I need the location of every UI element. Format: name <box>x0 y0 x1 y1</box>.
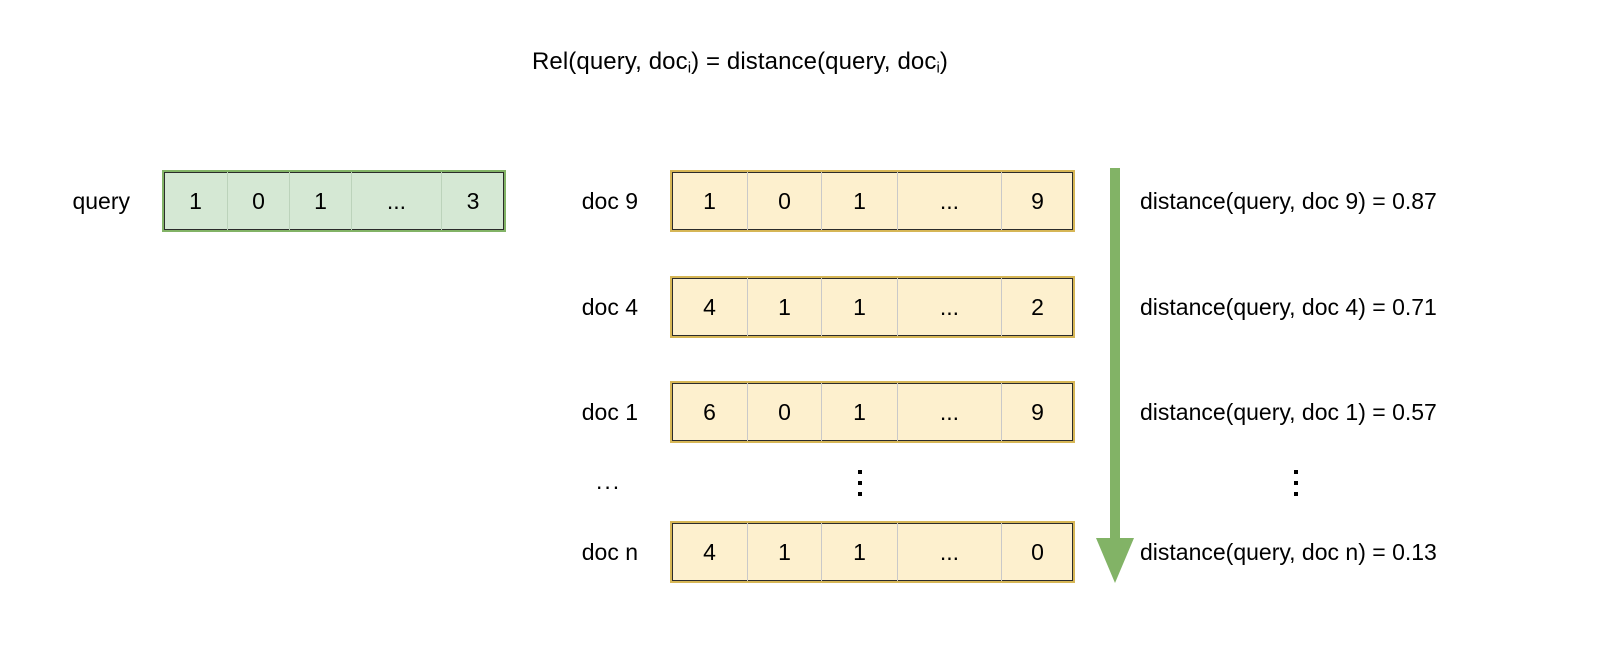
doc-3-cell-ellipsis: ... <box>898 523 1002 581</box>
doc-0-cell-1: 0 <box>748 172 822 230</box>
doc-2-cell-ellipsis: ... <box>898 383 1002 441</box>
dot <box>858 470 862 474</box>
title-suffix: ) <box>939 48 948 75</box>
query-row: query 1 0 1 ... 3 <box>0 170 520 232</box>
doc-1-cell-4: 2 <box>1031 293 1044 320</box>
doc-3-cell-4: 0 <box>1031 538 1044 565</box>
arrow-down-icon <box>1096 168 1134 583</box>
doc-0-cell-ellipsis: ... <box>898 172 1002 230</box>
dot <box>858 481 862 485</box>
dot <box>1294 492 1298 496</box>
doc-vector-2: 6 0 1 ... 9 <box>670 381 1075 443</box>
doc-2-cell-2: 1 <box>822 383 898 441</box>
doc-label-3: doc n <box>581 539 638 565</box>
doc-0-cell-0: 1 <box>672 172 748 230</box>
distance-vertical-ellipsis-icon <box>1294 470 1300 496</box>
query-cell-ellipsis: ... <box>352 172 442 230</box>
query-vector: 1 0 1 ... 3 <box>162 170 506 232</box>
distance-label-2: distance(query, doc 1) = 0.57 <box>1140 399 1437 425</box>
doc-vector-3: 4 1 1 ... 0 <box>670 521 1075 583</box>
title-subscript-2: i <box>936 59 940 77</box>
distance-label-1: distance(query, doc 4) = 0.71 <box>1140 294 1437 320</box>
dot <box>1294 481 1298 485</box>
descending-relevance-arrow <box>1092 168 1138 588</box>
dot <box>1294 470 1298 474</box>
title-middle: ) = distance(query, doc <box>691 48 937 75</box>
doc-0-cell-2: 1 <box>822 172 898 230</box>
query-cell-4: 3 <box>466 187 480 214</box>
doc-label-0: doc 9 <box>581 188 638 214</box>
doc-vector-0: 1 0 1 ... 9 <box>670 170 1075 232</box>
doc-row-3: doc n 4 1 1 ... 0 distance(query, doc n)… <box>0 521 1480 583</box>
query-cell-0: 1 <box>164 172 228 230</box>
doc-label-1: doc 4 <box>581 294 638 320</box>
doc-1-cell-2: 1 <box>822 278 898 336</box>
doc-row-1: doc 4 4 1 1 ... 2 distance(query, doc 4)… <box>0 276 1480 338</box>
page-title: Rel(query, doci) = distance(query, doci) <box>0 48 1480 76</box>
doc-1-cell-ellipsis: ... <box>898 278 1002 336</box>
doc-1-cell-0: 4 <box>672 278 748 336</box>
doc-3-cell-1: 1 <box>748 523 822 581</box>
distance-label-0: distance(query, doc 9) = 0.87 <box>1140 188 1437 214</box>
query-cell-1: 0 <box>228 172 290 230</box>
doc-2-cell-4: 9 <box>1031 398 1044 425</box>
continuation-row: ... <box>0 460 1480 506</box>
doc-row-0: doc 9 1 0 1 ... 9 distance(query, doc 9)… <box>0 170 1480 232</box>
docs-list-ellipsis: ... <box>596 468 622 494</box>
doc-2-cell-0: 6 <box>672 383 748 441</box>
distance-label-3: distance(query, doc n) = 0.13 <box>1140 539 1437 565</box>
arrow-shape <box>1096 168 1134 583</box>
doc-vector-1: 4 1 1 ... 2 <box>670 276 1075 338</box>
doc-label-2: doc 1 <box>581 399 638 425</box>
doc-1-cell-1: 1 <box>748 278 822 336</box>
vector-vertical-ellipsis-icon <box>858 470 864 496</box>
doc-row-2: doc 1 6 0 1 ... 9 distance(query, doc 1)… <box>0 381 1480 443</box>
dot <box>858 492 862 496</box>
doc-3-cell-2: 1 <box>822 523 898 581</box>
query-cell-2: 1 <box>290 172 352 230</box>
title-prefix: Rel(query, doc <box>532 48 688 75</box>
title-subscript-1: i <box>687 59 692 77</box>
doc-2-cell-1: 0 <box>748 383 822 441</box>
query-label: query <box>72 188 130 214</box>
doc-3-cell-0: 4 <box>672 523 748 581</box>
doc-0-cell-4: 9 <box>1031 187 1044 214</box>
